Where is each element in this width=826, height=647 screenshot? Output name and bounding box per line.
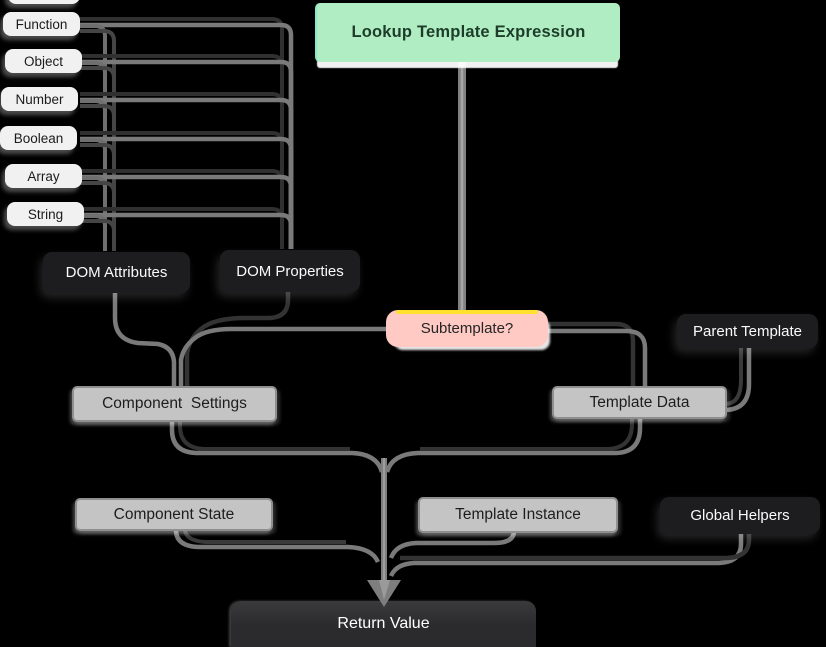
node-component-state: Component State (75, 498, 273, 531)
type-node: Boolean (0, 126, 77, 150)
node-label: Component State (113, 505, 235, 523)
connector-edge (178, 326, 388, 388)
type-node: Function (3, 12, 80, 36)
type-node-label: Object (23, 53, 64, 69)
connector-edge (388, 532, 744, 578)
start-node-lookup-template-expression: Lookup Template Expression (315, 3, 620, 62)
connector-edge (80, 66, 116, 251)
node-label: Component Settings (102, 395, 247, 412)
connector-edge (80, 24, 107, 251)
node-subtemplate-decision: Subtemplate? (386, 310, 548, 347)
node-parent-template: Parent Template (677, 314, 818, 348)
connector-edge (169, 421, 385, 473)
connector-edge (80, 169, 284, 249)
node-label: Template Data (589, 393, 690, 411)
connector-edge (80, 92, 284, 249)
connector-edge (546, 328, 648, 388)
node-component-settings: Component Settings (72, 386, 277, 422)
connector-edge (80, 29, 116, 251)
type-node-label: String (27, 206, 64, 222)
connector-edge (80, 214, 107, 251)
connector-edge (80, 207, 284, 249)
connector-edge (112, 292, 177, 388)
node-template-instance: Template Instance (418, 497, 618, 533)
node-label: Parent Template (693, 322, 802, 340)
connector-edge (80, 181, 116, 251)
connector-edge (80, 97, 294, 249)
start-node-label: Lookup Template Expression (351, 23, 586, 41)
node-return-value: Return Value (231, 601, 536, 647)
node-label: DOM Attributes (65, 264, 168, 281)
connector-edge (80, 131, 284, 249)
connector-edge (173, 529, 381, 564)
connector-edge (546, 321, 636, 388)
connector-edge (80, 138, 107, 251)
node-label: Global Helpers (690, 507, 790, 524)
type-node-label: Array (27, 168, 60, 184)
connector-edge (384, 418, 643, 473)
connector-edge (80, 219, 116, 251)
node-global-helpers: Global Helpers (660, 497, 820, 534)
type-node: Number (1, 87, 78, 111)
node-label: DOM Properties (236, 262, 344, 280)
node-template-data: Template Data (552, 386, 727, 419)
merge-arrowhead-highlight (379, 580, 390, 600)
connector-edge (80, 104, 116, 251)
type-node: String (7, 202, 84, 226)
connector-edge (420, 418, 634, 451)
type-node: Array (5, 164, 82, 188)
node-dom-properties: DOM Properties (220, 250, 360, 292)
connector-edge (80, 99, 107, 251)
node-label: Subtemplate? (420, 320, 514, 337)
connector-edge (80, 176, 107, 251)
connector-edge (80, 61, 107, 251)
connector-edge (80, 143, 116, 251)
connector-edge (400, 532, 752, 561)
connector-edge (183, 529, 346, 544)
node-label: Template Instance (455, 506, 581, 523)
connector-edge (388, 530, 517, 559)
node-label: Return Value (337, 615, 430, 632)
type-node-label: Boolean (13, 130, 64, 146)
connector-edge (725, 347, 743, 406)
connector-edge (80, 17, 284, 249)
type-node-label: Number (15, 91, 64, 107)
type-node-label: Function (15, 16, 68, 32)
type-node: Object (5, 49, 82, 73)
type-node-partial (8, 0, 80, 4)
connector-edge (178, 421, 350, 451)
connector-edge (80, 59, 294, 249)
connector-edge (725, 347, 752, 413)
connector-edge (80, 136, 294, 249)
node-dom-attributes: DOM Attributes (43, 252, 190, 293)
connector-edge (80, 212, 294, 249)
connector-edge (80, 174, 294, 249)
connector-edge (80, 22, 294, 249)
connector-edge (80, 54, 284, 249)
